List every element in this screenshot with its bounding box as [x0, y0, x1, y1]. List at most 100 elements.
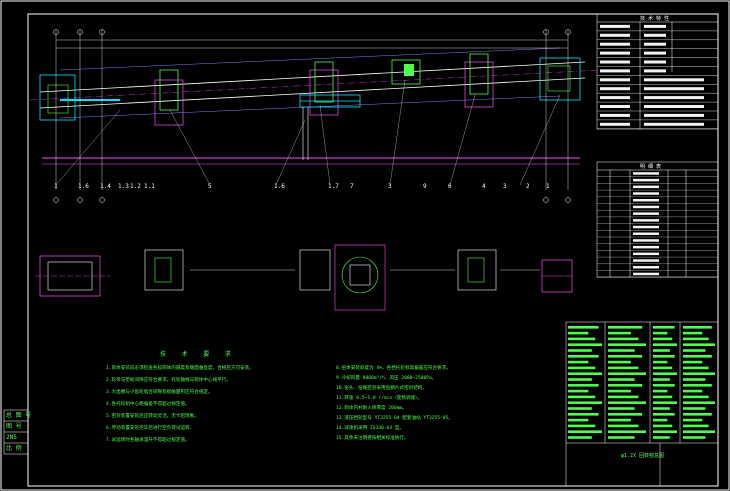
- balloon-label: 1.7: [328, 183, 339, 190]
- revision-cell: [608, 395, 639, 399]
- revision-cell: [568, 407, 592, 410]
- parts-list-cell: [633, 259, 659, 262]
- revision-cell: [683, 343, 715, 346]
- revision-cell: [608, 360, 631, 364]
- note-line: 14.减速机采用 ZQ340-64 型。: [336, 426, 405, 431]
- revision-cell: [608, 424, 639, 428]
- revision-cell: [568, 355, 599, 358]
- revision-cell: [653, 355, 675, 358]
- revision-cell: [608, 349, 635, 352]
- parts-list-cell: [633, 219, 659, 222]
- revision-cell: [683, 378, 706, 381]
- revision-cell: [608, 389, 631, 393]
- revision-cell: [683, 331, 703, 335]
- note-line: 6.传动装置安装完毕后进行空负荷试运转。: [106, 426, 195, 431]
- note-line: 4.各托轮组中心距偏差不得超过规定值。: [106, 402, 190, 407]
- title-block-title: 技 术 特 性: [640, 16, 670, 22]
- title-block-cell-value: [644, 78, 704, 82]
- revision-cell: [653, 413, 675, 416]
- revision-cell: [608, 343, 646, 346]
- balloon-label: 1.4: [100, 183, 111, 190]
- title-block-cell-value: [644, 24, 666, 28]
- revision-cell: [608, 378, 635, 381]
- title-block-cell-value: [644, 69, 666, 73]
- revision-cell: [653, 424, 673, 428]
- title-block-cell-value: [644, 60, 666, 64]
- revision-cell: [683, 418, 703, 422]
- parts-list-cell: [633, 172, 659, 175]
- revision-cell: [653, 326, 675, 329]
- revision-cell: [683, 430, 715, 433]
- revision-cell: [568, 413, 599, 416]
- revision-cell: [653, 331, 668, 335]
- revision-cell: [568, 372, 602, 375]
- balloon-label: 2: [526, 183, 530, 190]
- revision-cell: [608, 413, 643, 416]
- note-line: 12.筒体内衬耐火砖厚度 200mm。: [336, 406, 407, 411]
- revision-footer: φ1.2X 回转窑总图: [621, 453, 665, 459]
- note-line: 13.液压挡轮型号 YT3255-04 配套油站 YT3255-05。: [336, 416, 453, 421]
- revision-cell: [683, 413, 712, 416]
- revision-cell: [608, 337, 639, 341]
- balloon-label: 1.6: [274, 183, 285, 190]
- revision-cell: [653, 378, 670, 381]
- revision-cell: [683, 326, 712, 329]
- title-block-cell-text: [600, 42, 630, 46]
- parts-list-cell: [633, 252, 659, 256]
- revision-cell: [653, 389, 668, 393]
- title-block-cell-text: [600, 33, 630, 37]
- balloon-label: 5: [208, 183, 212, 190]
- title-block-cell-value: [644, 33, 666, 37]
- revision-cell: [608, 355, 643, 358]
- title-block-cell-text: [600, 96, 630, 100]
- title-block-cell-value: [644, 113, 704, 117]
- title-block-cell-text: [600, 24, 630, 28]
- revision-cell: [568, 389, 589, 393]
- revision-cell: [683, 355, 712, 358]
- title-block-cell-value: [644, 105, 704, 108]
- balloon-label: 7: [350, 183, 354, 190]
- revision-cell: [653, 366, 673, 370]
- parts-list-cell: [633, 272, 659, 276]
- revision-cell: [653, 401, 677, 404]
- parts-list-title: 明 细 表: [640, 164, 662, 170]
- note-line: 15.其余未注明者按相关标准执行。: [336, 436, 409, 441]
- title-block-cell-text: [600, 69, 630, 73]
- revision-cell: [683, 372, 715, 375]
- section-views: [35, 244, 573, 311]
- revision-cell: [568, 424, 596, 428]
- revision-cell: [653, 349, 670, 352]
- balloon-label: 4: [482, 183, 486, 190]
- balloon-label: 1.2: [130, 183, 141, 190]
- revision-cell: [568, 326, 599, 329]
- revision-cell: [568, 360, 589, 364]
- revision-cell: [653, 418, 668, 422]
- parts-list-cell: [633, 239, 659, 242]
- revision-cell: [608, 401, 646, 404]
- notes-title: 技 术 要 求: [160, 351, 237, 358]
- revision-cell: [568, 430, 602, 433]
- title-block-cell-text: [600, 122, 630, 126]
- revision-cell: [608, 430, 646, 433]
- left-side-block: [3, 409, 29, 455]
- revision-cell: [568, 395, 596, 399]
- parts-list-cell: [633, 185, 659, 189]
- balloon-label: 1: [54, 183, 58, 190]
- revision-cell: [683, 384, 712, 387]
- parts-list-cell: [633, 266, 659, 269]
- revision-cell: [653, 360, 668, 364]
- title-block-cell-text: [600, 51, 630, 55]
- revision-cell: [608, 331, 631, 335]
- revision-cell: [568, 331, 589, 335]
- revision-cell: [653, 343, 677, 346]
- revision-cell: [683, 424, 709, 428]
- revision-cell: [653, 436, 670, 439]
- left-block-line-0: 总 图 号: [6, 412, 32, 419]
- revision-cell: [608, 326, 643, 329]
- title-block-cell-value: [644, 96, 704, 100]
- note-line: 10.窑头、窑尾密封采用鱼鳞片式密封结构。: [336, 386, 427, 391]
- revision-cell: [683, 436, 706, 439]
- revision-cell: [568, 378, 592, 381]
- title-block-cell-text: [600, 87, 630, 91]
